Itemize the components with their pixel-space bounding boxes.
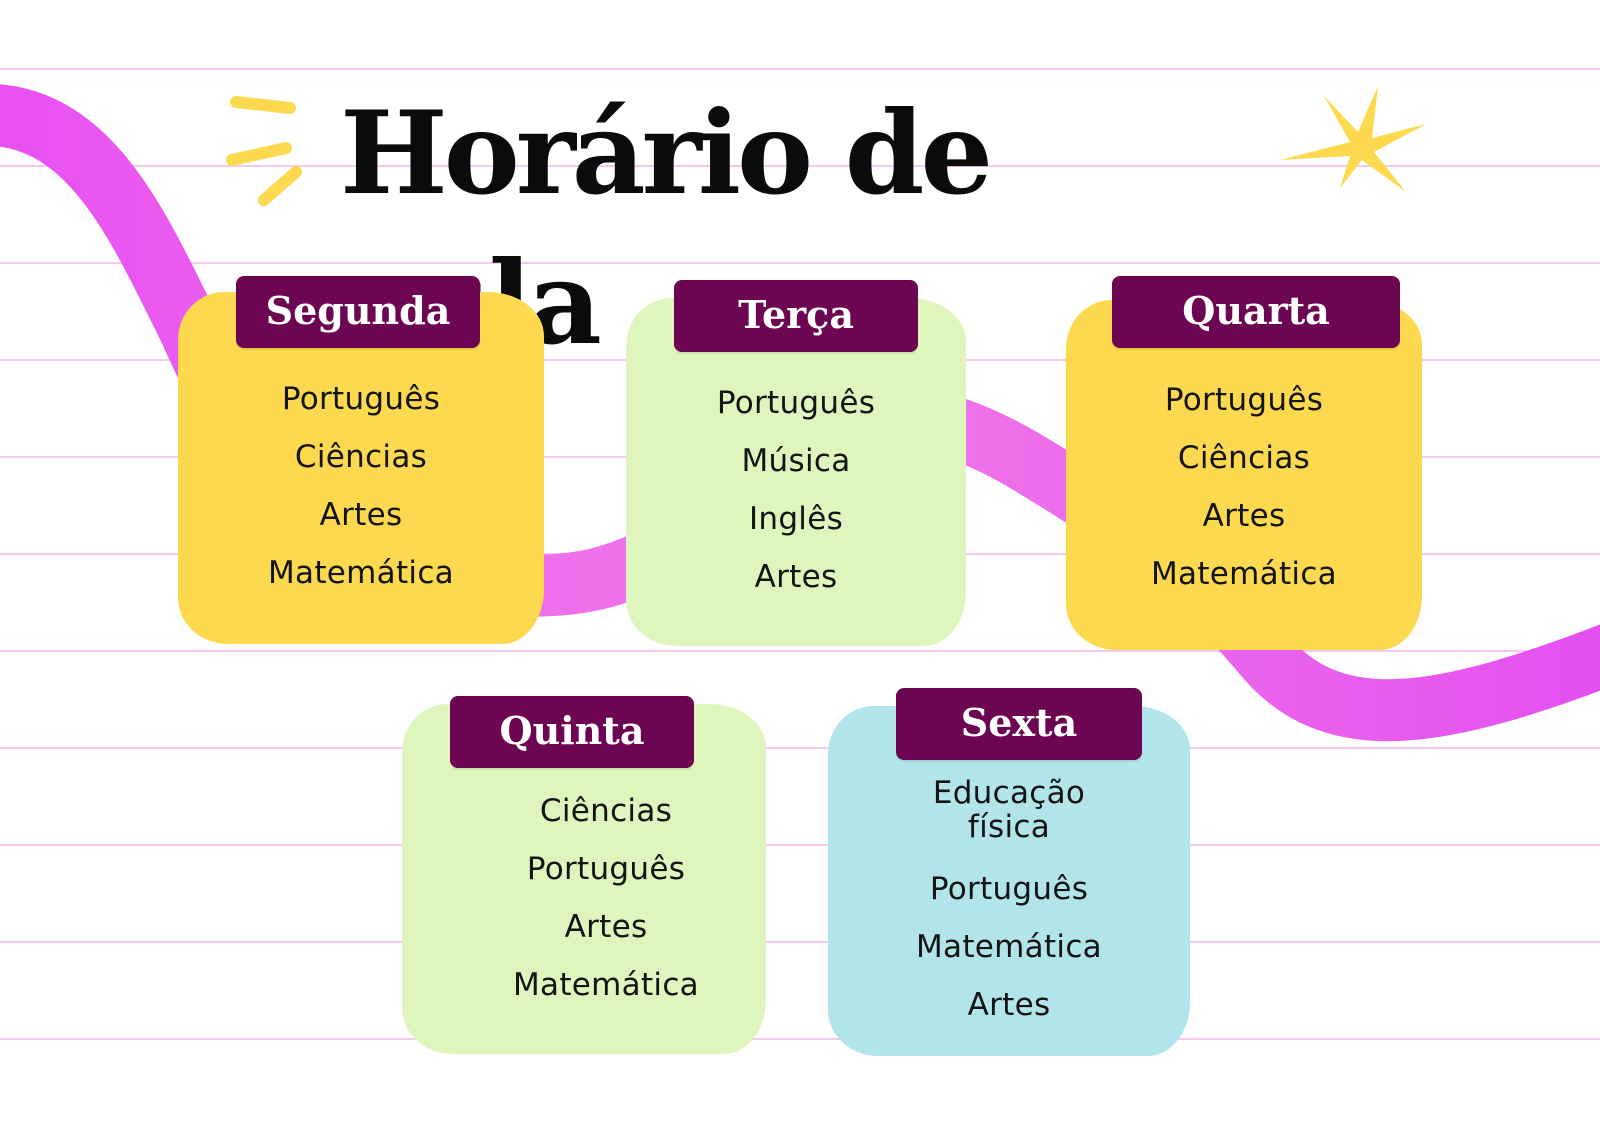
- dash-marks-icon: [226, 96, 302, 206]
- subject-item: Matemática: [1151, 556, 1337, 592]
- subject-item: Português: [526, 851, 686, 887]
- subject-item: Português: [1164, 382, 1324, 418]
- subject-list: Português Ciências Artes Matemática: [178, 370, 544, 602]
- subject-item: Matemática: [916, 929, 1102, 965]
- subject-item: Artes: [967, 987, 1051, 1023]
- subject-item: Português: [716, 385, 876, 421]
- day-card-sexta: Sexta Educação física Português Matemáti…: [828, 688, 1190, 1056]
- subject-item: Ciências: [539, 793, 673, 829]
- subject-item: Português: [929, 871, 1089, 907]
- subject-item: Matemática: [513, 967, 699, 1003]
- day-header-terca: Terça: [674, 280, 918, 352]
- day-card-terca: Terça Português Música Inglês Artes: [626, 280, 966, 646]
- subject-item: Matemática: [268, 555, 454, 591]
- subject-item: Ciências: [294, 439, 428, 475]
- card-background: [178, 292, 544, 644]
- subject-item: Artes: [1202, 498, 1286, 534]
- day-header-segunda: Segunda: [236, 276, 480, 348]
- subject-item: Artes: [319, 497, 403, 533]
- subject-item: Educação física: [932, 775, 1086, 845]
- subject-item: Artes: [754, 559, 838, 595]
- day-card-segunda: Segunda Português Ciências Artes Matemát…: [178, 276, 544, 644]
- card-background: [828, 706, 1190, 1056]
- star-icon: [1280, 86, 1426, 192]
- card-background: [1066, 300, 1422, 650]
- card-background: [626, 298, 966, 646]
- subject-item: Inglês: [748, 501, 844, 537]
- day-card-quarta: Quarta Português Ciências Artes Matemáti…: [1066, 276, 1422, 650]
- subject-list: Educação física Português Matemática Art…: [828, 770, 1190, 1034]
- day-header-sexta: Sexta: [896, 688, 1142, 760]
- subject-item: Ciências: [1177, 440, 1311, 476]
- subject-list: Ciências Português Artes Matemática: [424, 782, 788, 1014]
- subject-item: Português: [281, 381, 441, 417]
- subject-list: Português Música Inglês Artes: [626, 374, 966, 606]
- day-header-quarta: Quarta: [1112, 276, 1400, 348]
- subject-item: Artes: [564, 909, 648, 945]
- day-card-quinta: Quinta Ciências Português Artes Matemáti…: [402, 696, 766, 1054]
- subject-item: Música: [741, 443, 851, 479]
- day-header-quinta: Quinta: [450, 696, 694, 768]
- subject-list: Português Ciências Artes Matemática: [1066, 371, 1422, 603]
- page-title: Horário de aula: [340, 86, 993, 370]
